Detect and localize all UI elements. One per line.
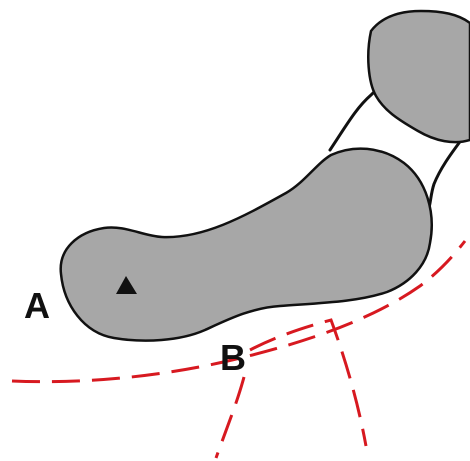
label-a: A — [24, 285, 50, 326]
lower-bone-shape — [59, 147, 433, 342]
red-dashed-lines — [11, 240, 467, 459]
middle-dashed-angle — [249, 318, 368, 447]
upper-bone-shape — [367, 9, 470, 144]
lower-dashed-branch — [214, 376, 246, 459]
connector-right-outline — [425, 137, 464, 214]
bone-shapes — [59, 9, 470, 342]
triangle-marker-icon — [116, 276, 137, 294]
label-b: B — [220, 337, 246, 378]
lower-dashed-arc — [11, 240, 467, 384]
